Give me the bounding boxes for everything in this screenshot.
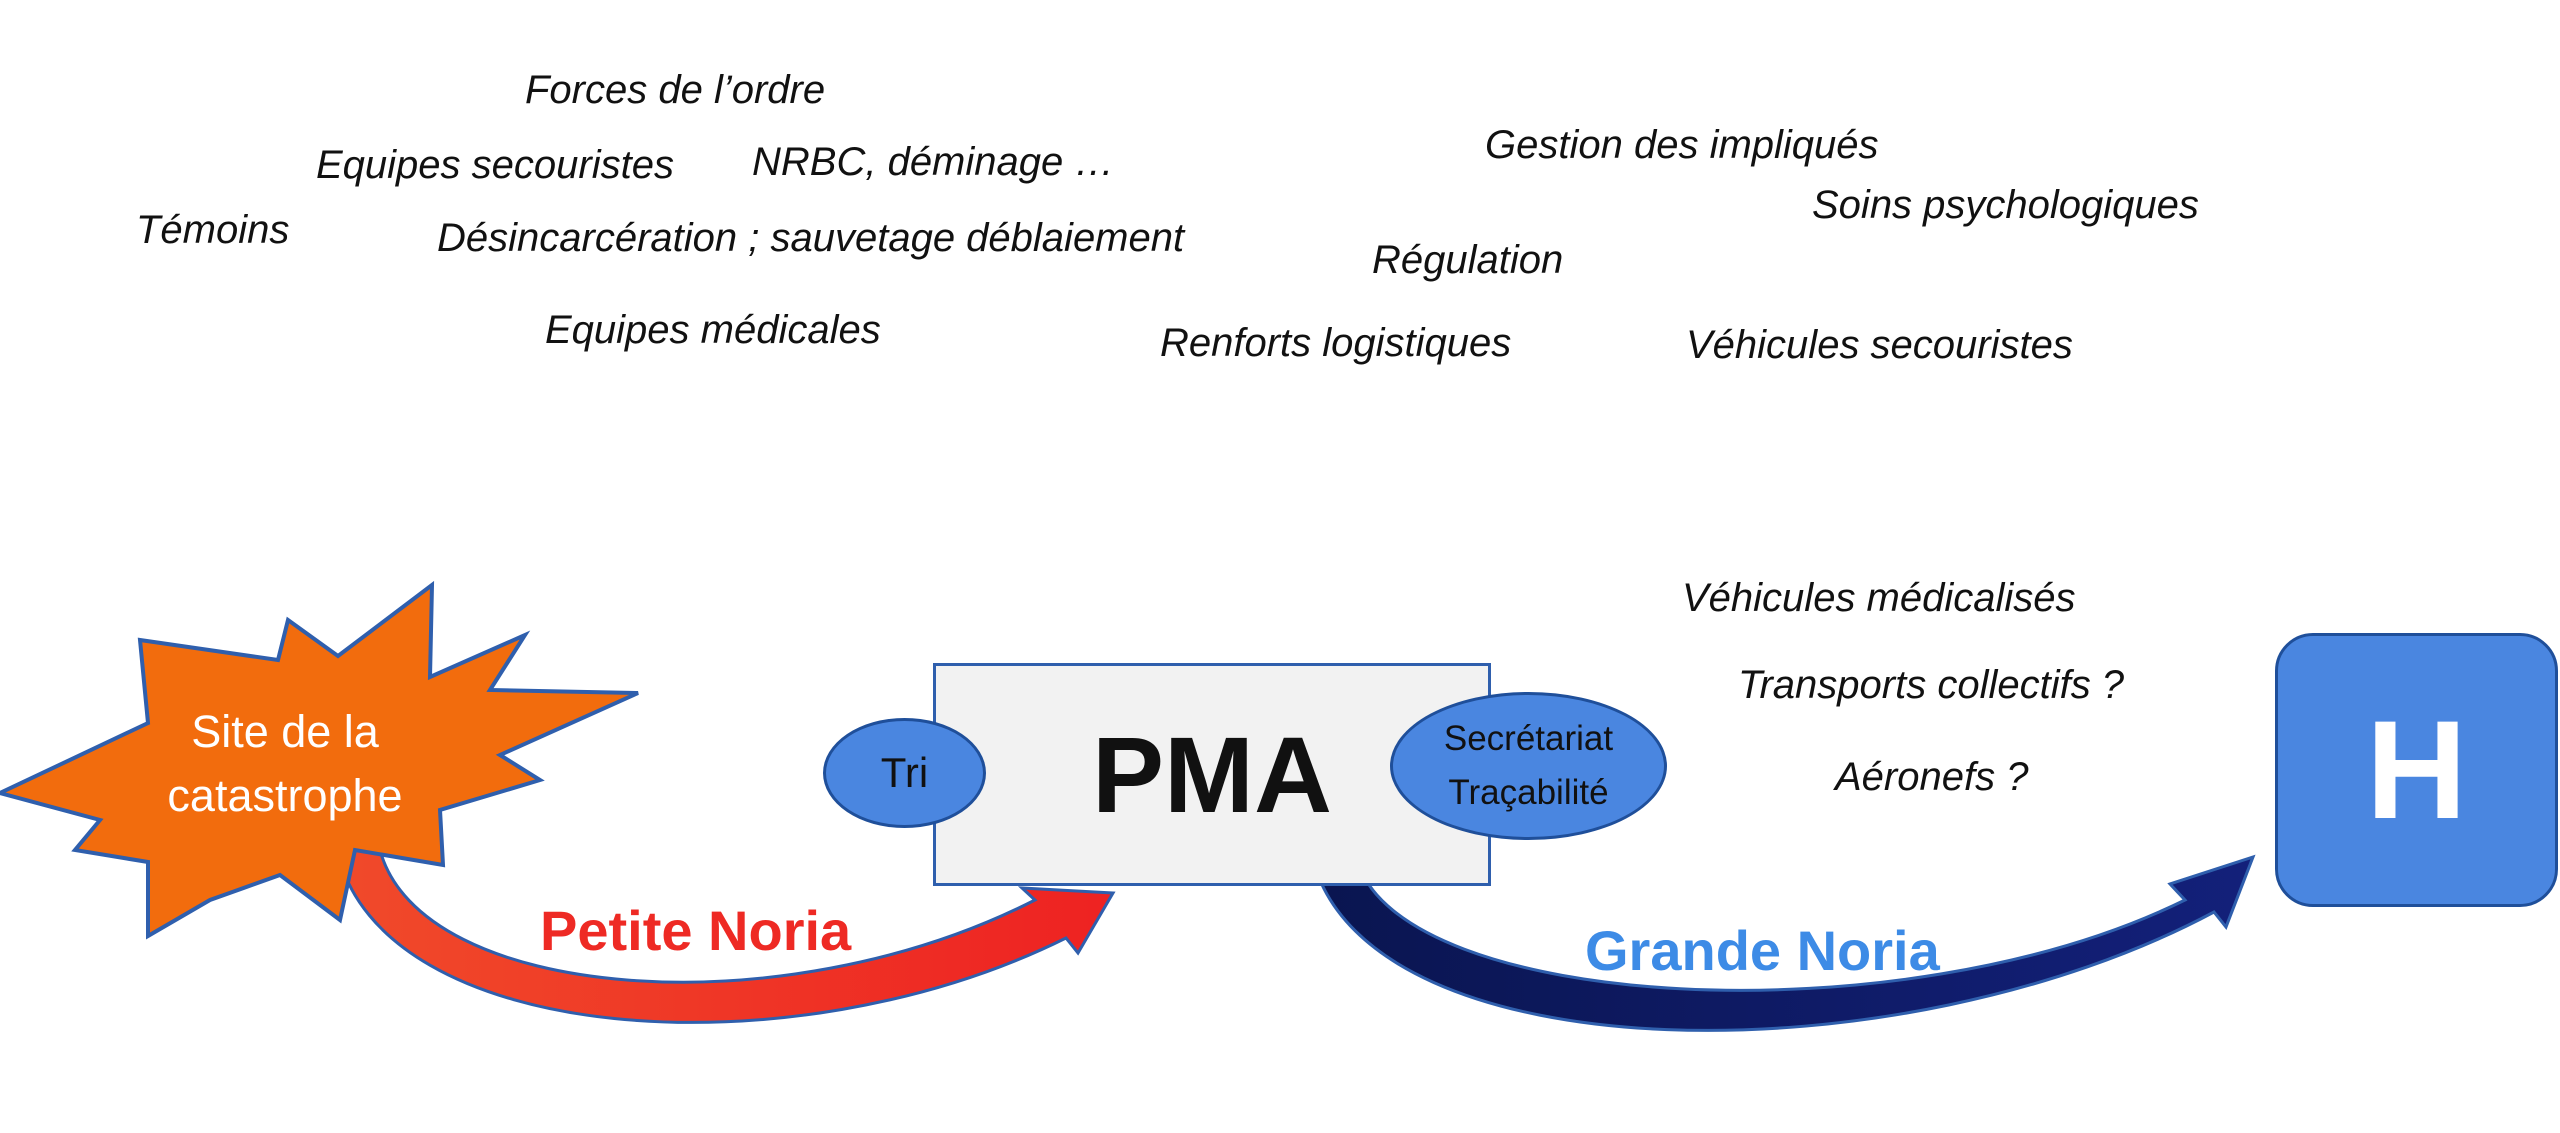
actor-forces-ordre: Forces de l’ordre <box>525 68 826 112</box>
tri-ellipse: Tri <box>823 718 986 828</box>
actor-vehicules-secouristes: Véhicules secouristes <box>1686 323 2073 367</box>
pma-label: PMA <box>1092 714 1332 835</box>
transport-collectifs: Transports collectifs ? <box>1738 663 2125 707</box>
actor-desincarceration: Désincarcération ; sauvetage déblaiement <box>437 216 1185 260</box>
actor-nrbc-deminage: NRBC, déminage … <box>752 140 1115 184</box>
actor-renforts-logistiques: Renforts logistiques <box>1160 321 1512 365</box>
secretariat-label: Secrétariat <box>1443 719 1614 758</box>
tri-label: Tri <box>880 749 929 796</box>
actor-regulation: Régulation <box>1372 238 1564 282</box>
actor-equipes-secouristes: Equipes secouristes <box>316 143 674 187</box>
petite-noria-label: Petite Noria <box>540 899 852 962</box>
transport-vehicules-medicalises: Véhicules médicalisés <box>1682 576 2076 620</box>
grande-noria-label: Grande Noria <box>1585 919 1940 982</box>
actor-temoins: Témoins <box>136 208 290 252</box>
site-label-line1: Site de la <box>191 706 379 757</box>
hospital-label: H <box>2365 691 2468 848</box>
petite-noria-arrow <box>335 848 1116 1024</box>
hospital-icon: H <box>2275 633 2558 907</box>
actor-equipes-medicales: Equipes médicales <box>545 308 881 352</box>
actor-gestion-impliques: Gestion des impliqués <box>1485 123 1879 167</box>
grande-noria-arrow <box>1311 854 2256 1032</box>
secretariat-ellipse: Secrétariat Traçabilité <box>1390 692 1667 840</box>
tracabilite-label: Traçabilité <box>1448 773 1609 812</box>
site-label-line2: catastrophe <box>167 770 403 821</box>
site-label: Site de la catastrophe <box>90 700 480 828</box>
site-explosion-shape <box>0 580 639 940</box>
actor-soins-psychologiques: Soins psychologiques <box>1812 183 2199 227</box>
transport-aeronefs: Aéronefs ? <box>1835 755 2029 799</box>
